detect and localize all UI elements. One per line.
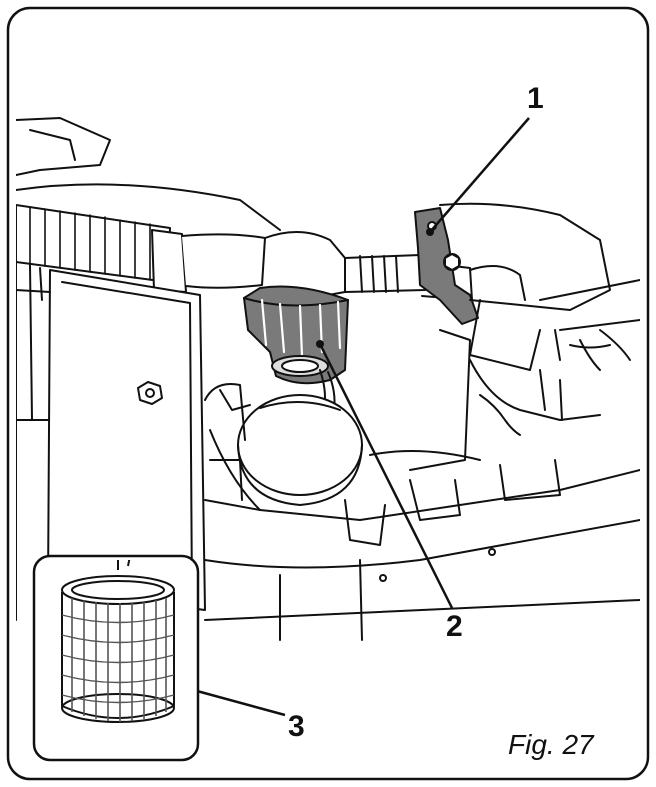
corrugated-hose bbox=[16, 204, 171, 283]
engine-bay-drawing bbox=[16, 117, 640, 641]
leader-line-2 bbox=[318, 343, 454, 609]
callout-1: 1 bbox=[527, 82, 544, 115]
outer-border bbox=[6, 6, 650, 781]
leader-line-1 bbox=[429, 117, 530, 233]
callout-2: 2 bbox=[446, 610, 463, 643]
callout-3: 3 bbox=[288, 710, 305, 743]
filter-cap bbox=[243, 285, 349, 385]
figure-caption: Fig. 27 bbox=[508, 729, 594, 760]
inset-frame bbox=[32, 554, 200, 762]
left-panel bbox=[47, 269, 206, 611]
hex-nut bbox=[137, 381, 163, 405]
hose-ribs bbox=[29, 206, 151, 281]
mesh-strainer bbox=[61, 560, 175, 723]
bracket-lever bbox=[414, 207, 479, 325]
